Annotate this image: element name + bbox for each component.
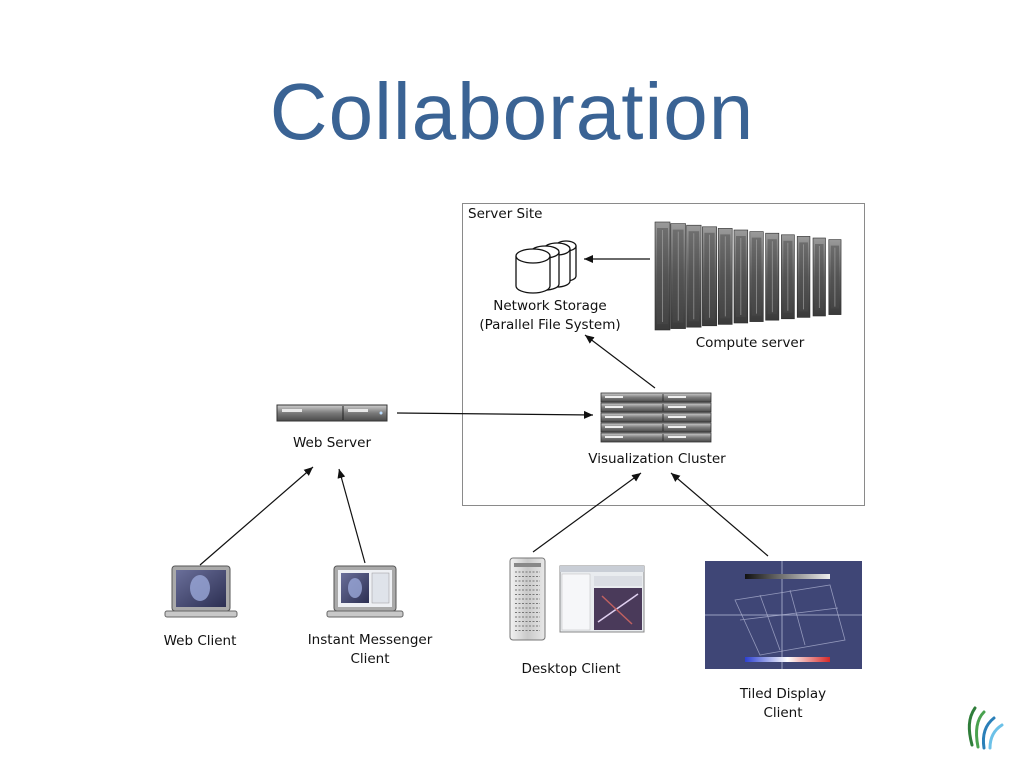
arrow-desktop-to-cluster (532, 472, 642, 553)
compute-server-label: Compute server (695, 335, 805, 351)
network-storage-label-line1: Network Storage (493, 298, 607, 314)
desktop-client-label: Desktop Client (521, 661, 621, 677)
im-client-label-line2: Client (350, 651, 390, 667)
arrow-webserver-to-cluster (396, 410, 594, 419)
compute-server-icon (654, 221, 842, 331)
desktop-screen-icon (559, 565, 645, 633)
im-client-label: Instant Messenger Client (294, 631, 446, 669)
visualization-cluster-label: Visualization Cluster (588, 451, 726, 467)
web-server-label: Web Server (293, 435, 371, 451)
network-storage-label: Network Storage (Parallel File System) (460, 297, 640, 335)
connection-arrows (199, 255, 769, 566)
im-client-laptop-icon (326, 565, 404, 618)
visualization-cluster-icon (600, 392, 712, 443)
tiled-display-label-line2: Client (763, 705, 803, 721)
arrow-tiled-to-cluster (670, 472, 769, 557)
organization-logo (967, 706, 1004, 750)
im-client-label-line1: Instant Messenger (307, 632, 433, 648)
tiled-display-label-line1: Tiled Display (739, 686, 827, 702)
tiled-display-label: Tiled Display Client (718, 685, 848, 723)
web-client-label: Web Client (163, 633, 237, 649)
network-storage-icon (515, 240, 577, 294)
tiled-display-icon (705, 561, 862, 669)
web-server-icon (276, 404, 388, 422)
desktop-tower-icon (509, 557, 546, 641)
network-storage-label-line2: (Parallel File System) (479, 317, 621, 333)
arrow-imclient-to-webserver (337, 468, 366, 564)
slide-title: Collaboration (269, 67, 755, 156)
arrow-cluster-to-storage (584, 334, 656, 389)
server-site-label: Server Site (468, 206, 543, 222)
web-client-laptop-icon (164, 565, 238, 618)
arrow-webclient-to-webserver (199, 466, 314, 566)
